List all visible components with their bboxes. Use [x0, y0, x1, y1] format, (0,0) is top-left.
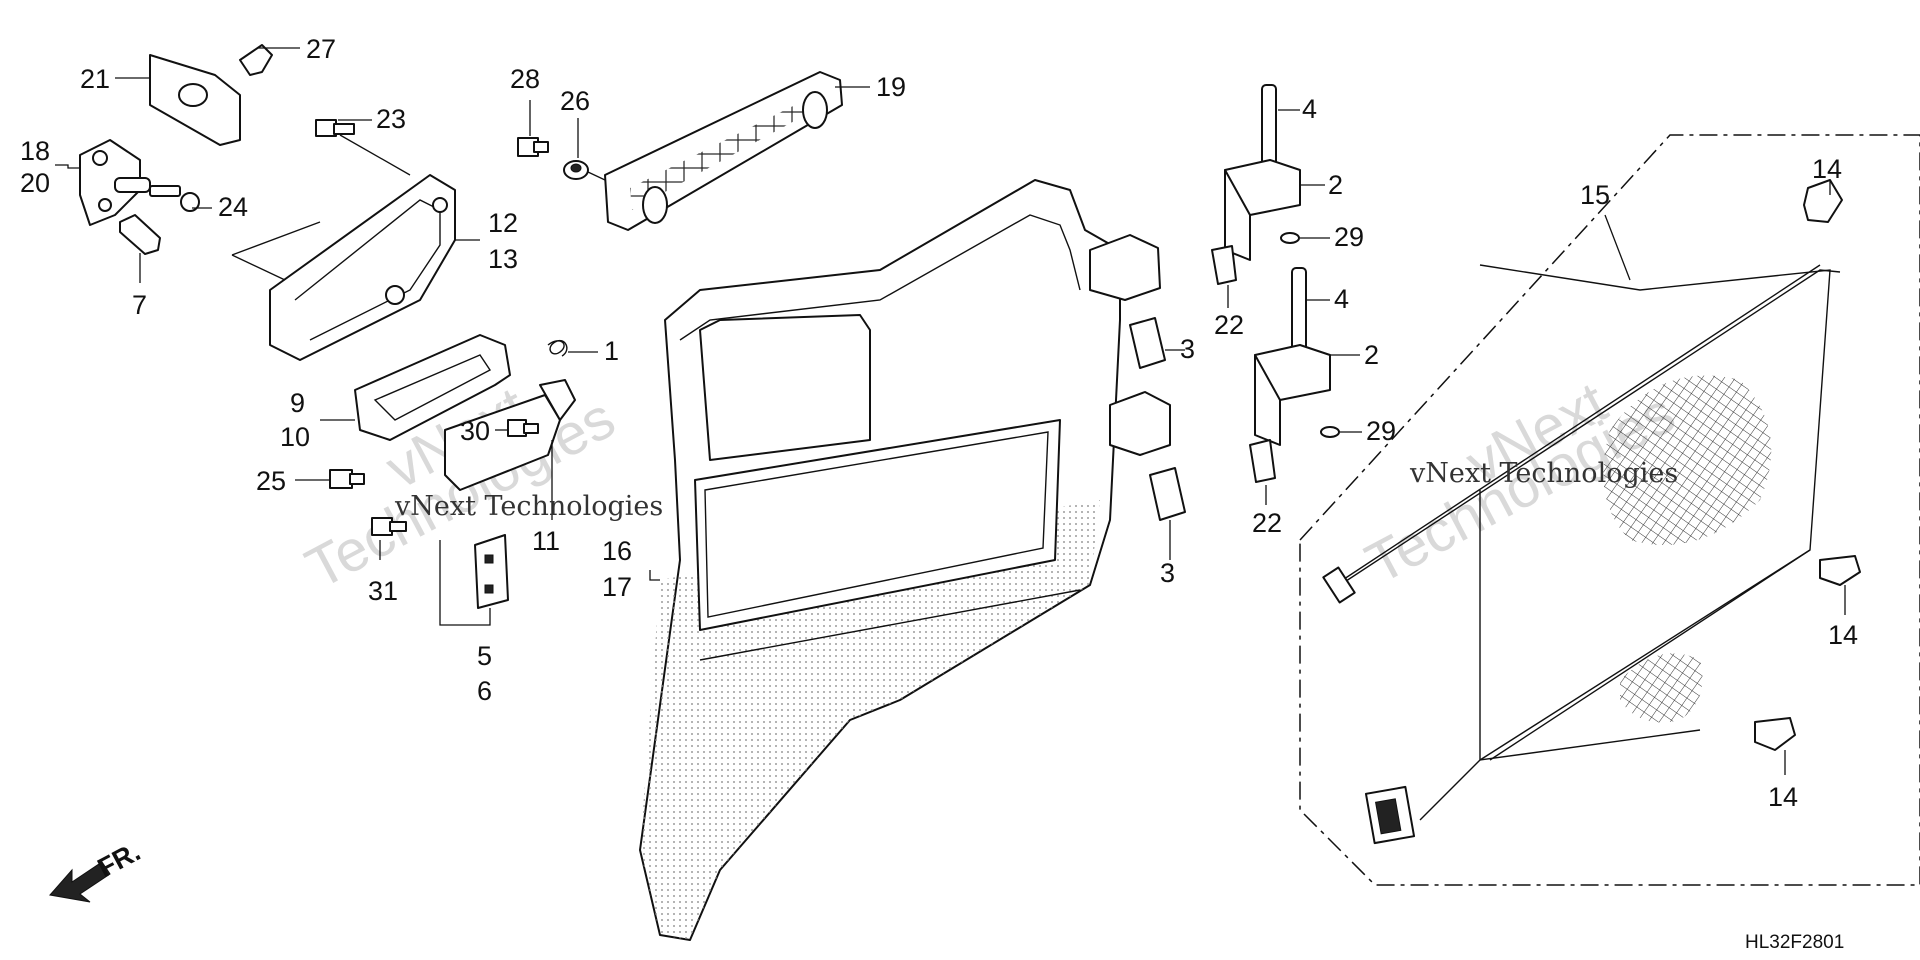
- hinge-upper: [1211, 84, 1301, 285]
- bolt-24: [149, 185, 200, 212]
- watermark-inline-right: vNext Technologies: [1409, 458, 1678, 489]
- handle-bracket: [269, 174, 456, 361]
- front-arrow-icon: [49, 861, 111, 903]
- catch-5-6: [474, 534, 509, 609]
- callout-27: 27: [306, 34, 336, 64]
- callout-14-mid: 14: [1828, 620, 1858, 650]
- watermark-inline-left: vNext Technologies: [394, 491, 663, 522]
- rubber-bumper: [119, 214, 161, 255]
- callout-3-lower: 3: [1160, 558, 1175, 588]
- callout-11: 11: [532, 526, 560, 556]
- hinge-rubber-upper: [1129, 317, 1166, 369]
- bolt-30: [507, 419, 539, 437]
- callout-13: 13: [488, 244, 518, 274]
- leader-lines: [55, 47, 1846, 775]
- net-hook-bottom: [1754, 717, 1796, 751]
- callout-24: 24: [218, 192, 248, 222]
- callout-9: 9: [290, 388, 305, 418]
- callout-19: 19: [876, 72, 906, 102]
- callout-18: 18: [20, 136, 50, 166]
- callout-1: 1: [604, 336, 619, 366]
- callout-28: 28: [510, 64, 540, 94]
- callout-6: 6: [477, 676, 492, 706]
- diagram-code: HL32F2801: [1745, 932, 1844, 953]
- callout-21: 21: [80, 64, 110, 94]
- bolt-28: [517, 137, 549, 157]
- callout-31: 31: [368, 576, 398, 606]
- callout-22-lower: 22: [1252, 508, 1282, 538]
- front-direction-indicator: FR.: [49, 836, 145, 903]
- callout-15: 15: [1580, 180, 1610, 210]
- callout-4-upper: 4: [1302, 94, 1317, 124]
- callout-16: 16: [602, 536, 632, 566]
- callout-25: 25: [256, 466, 286, 496]
- net-kit-panel: [1299, 134, 1920, 886]
- callout-12: 12: [488, 208, 518, 238]
- hinge-rubber-lower: [1149, 467, 1186, 521]
- net-hook-mid: [1819, 555, 1861, 586]
- callout-3-upper: 3: [1180, 334, 1195, 364]
- door-panel: [639, 179, 1171, 941]
- door-latch: [444, 379, 576, 491]
- callout-5: 5: [477, 641, 492, 671]
- striker-assembly: [79, 139, 151, 226]
- callout-22-upper: 22: [1214, 310, 1244, 340]
- push-clip: [239, 44, 273, 76]
- callout-30: 30: [460, 416, 490, 446]
- callout-7: 7: [132, 290, 147, 320]
- callout-23: 23: [376, 104, 406, 134]
- bolt-31: [371, 517, 407, 536]
- callout-20: 20: [20, 168, 50, 198]
- callout-10: 10: [280, 422, 310, 452]
- callout-29-upper: 29: [1334, 222, 1364, 252]
- callout-2-lower: 2: [1364, 340, 1379, 370]
- bolt-25: [329, 469, 365, 489]
- door-pocket: [604, 71, 843, 231]
- callout-29-lower: 29: [1366, 416, 1396, 446]
- callout-26: 26: [560, 86, 590, 116]
- bolt-23: [315, 119, 355, 137]
- net-hook-top: [1803, 179, 1843, 223]
- hinge-lower: [1249, 267, 1340, 483]
- callout-2-upper: 2: [1328, 170, 1343, 200]
- door-handle: [354, 334, 511, 441]
- callout-14-top: 14: [1812, 154, 1842, 184]
- latch-cover: [149, 54, 241, 146]
- callout-14-bottom: 14: [1768, 782, 1798, 812]
- callout-4-lower: 4: [1334, 284, 1349, 314]
- grommet-26: [563, 160, 589, 180]
- callout-labels: 21 27 23 18 20 24 7 12 13 9 10 1 30 25 1…: [20, 34, 1858, 812]
- callout-17: 17: [602, 572, 632, 602]
- spring-1: [547, 339, 568, 357]
